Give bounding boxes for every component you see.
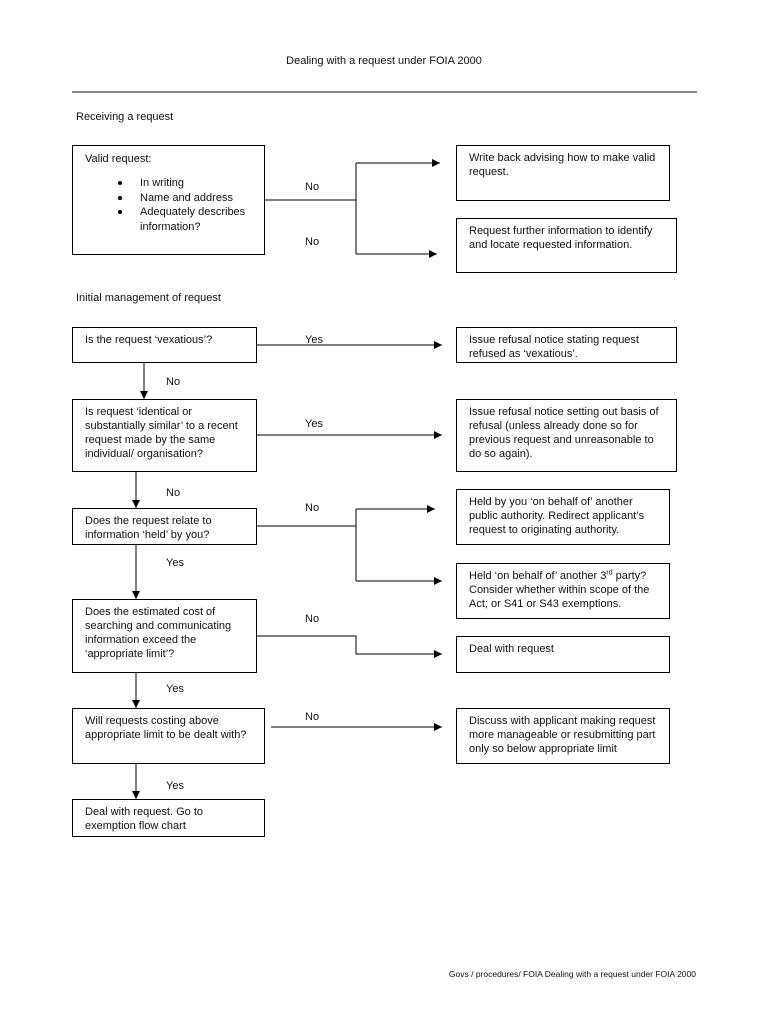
- label-no: No: [305, 502, 320, 514]
- box-held-third-party: Held ‘on behalf of’ another 3rd party? C…: [456, 563, 670, 619]
- box-refusal-basis: Issue refusal notice setting out basis o…: [456, 399, 677, 472]
- criteria-item: Name and address: [118, 191, 252, 206]
- box-deal-with-request: Deal with request: [456, 636, 670, 673]
- section-receiving-request: Receiving a request: [76, 111, 174, 123]
- box-identical-question: Is request ‘identical or substantially s…: [72, 399, 257, 472]
- label-no: No: [166, 376, 181, 388]
- held-third-text-a: Held ‘on behalf of’ another 3: [469, 570, 607, 582]
- box-valid-request: Valid request: In writing Name and addre…: [72, 145, 265, 255]
- label-no: No: [305, 711, 320, 723]
- edge-held-branch: [257, 509, 357, 581]
- box-vexatious-question: Is the request ‘vexatious’?: [72, 327, 257, 363]
- label-no: No: [166, 487, 181, 499]
- section-initial-management: Initial management of request: [76, 292, 221, 304]
- box-request-further-info: Request further information to identify …: [456, 218, 677, 273]
- criteria-item: In writing: [118, 176, 252, 191]
- valid-request-criteria: In writing Name and address Adequately d…: [85, 176, 252, 234]
- box-deal-go-to-exemption: Deal with request. Go to exemption flow …: [72, 799, 265, 837]
- label-yes: Yes: [305, 418, 323, 430]
- ordinal-suffix: rd: [606, 569, 613, 577]
- label-no: No: [305, 236, 320, 248]
- label-yes: Yes: [166, 683, 184, 695]
- box-discuss-with-applicant: Discuss with applicant making request mo…: [456, 708, 670, 764]
- criteria-item: Adequately describes information?: [118, 205, 252, 234]
- label-yes: Yes: [166, 780, 184, 792]
- box-held-public-authority: Held by you ‘on behalf of’ another publi…: [456, 489, 670, 545]
- box-above-limit-question: Will requests costing above appropriate …: [72, 708, 265, 764]
- held-third-text-b: party? Consider whether within scope of …: [469, 570, 650, 610]
- valid-request-heading: Valid request:: [85, 153, 152, 165]
- edge-cost-no: [257, 635, 442, 658]
- label-yes: Yes: [305, 334, 323, 346]
- label-no: No: [305, 613, 320, 625]
- label-no: No: [305, 181, 320, 193]
- box-held-question: Does the request relate to information ‘…: [72, 508, 257, 545]
- edge-valid-branch: [265, 163, 357, 254]
- document-title: Dealing with a request under FOIA 2000: [286, 55, 482, 67]
- document-footer: Govs / procedures/ FOIA Dealing with a r…: [448, 969, 696, 979]
- box-refusal-vexatious: Issue refusal notice stating request ref…: [456, 327, 677, 363]
- box-write-back: Write back advising how to make valid re…: [456, 145, 670, 201]
- box-cost-question: Does the estimated cost of searching and…: [72, 599, 257, 673]
- label-yes: Yes: [166, 557, 184, 569]
- title-divider: [72, 91, 697, 93]
